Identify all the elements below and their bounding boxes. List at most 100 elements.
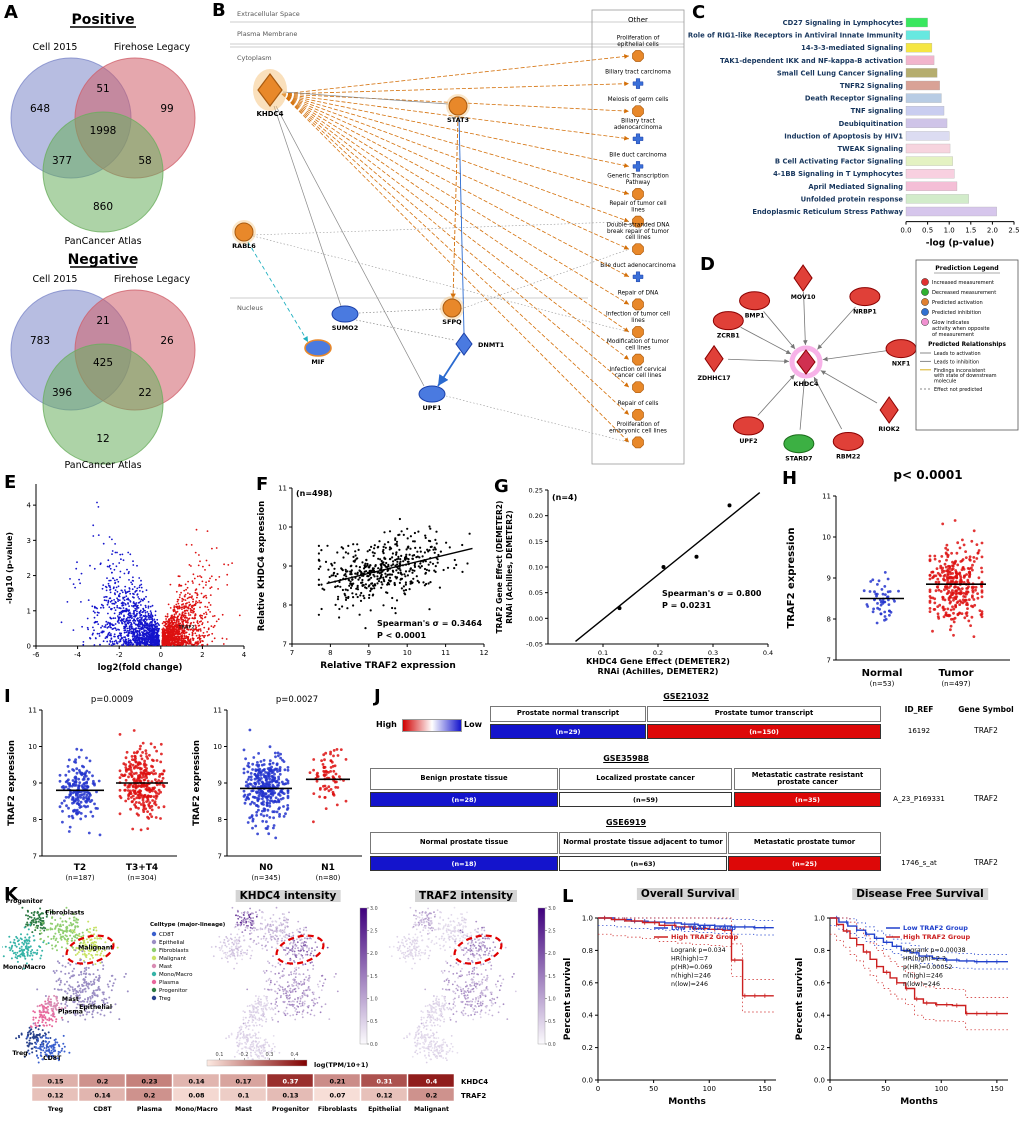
svg-text:Meiosis of germ cells: Meiosis of germ cells [608, 97, 669, 103]
svg-text:p=0.0027: p=0.0027 [276, 695, 318, 705]
svg-text:TRAF2 Gene Effect (DEMETER2): TRAF2 Gene Effect (DEMETER2) [495, 501, 504, 634]
segment-bar: (n=18) [370, 856, 558, 871]
svg-text:Predicted Relationships: Predicted Relationships [928, 342, 1006, 348]
svg-text:TNFR2 Signaling: TNFR2 Signaling [840, 82, 903, 90]
panel-label-c: C [692, 2, 706, 23]
svg-text:Other: Other [628, 16, 648, 24]
svg-text:CD27 Signaling in Lymphocytes: CD27 Signaling in Lymphocytes [783, 19, 903, 27]
panel-label-h: H [782, 468, 798, 489]
svg-text:NRBP1: NRBP1 [853, 309, 877, 316]
svg-text:Predicted activation: Predicted activation [932, 300, 983, 306]
svg-text:0.0: 0.0 [900, 227, 911, 235]
segment-bar: (n=63) [559, 856, 727, 871]
svg-text:Positive: Positive [71, 12, 134, 28]
segment-label: Normal prostate tissue adjacent to tumor [559, 832, 727, 854]
network-edges [247, 54, 630, 443]
svg-text:adenocarcinoma: adenocarcinoma [614, 125, 663, 131]
svg-text:Effect not predicted: Effect not predicted [934, 387, 982, 393]
svg-text:epithelial cells: epithelial cells [617, 42, 659, 48]
svg-text:Leads to activation: Leads to activation [934, 351, 981, 357]
svg-text:of measurement: of measurement [932, 332, 974, 338]
strip-points [56, 729, 168, 837]
segment-label: Prostate normal transcript [490, 706, 646, 722]
svg-text:Increased measurement: Increased measurement [932, 280, 994, 286]
volcano-points [60, 501, 241, 647]
svg-text:0: 0 [159, 651, 163, 659]
khdc4-intensity-title: KHDC4 intensity [235, 890, 341, 902]
svg-text:Firehose Legacy: Firehose Legacy [114, 274, 191, 285]
svg-text:Decreased measurement: Decreased measurement [932, 290, 996, 296]
svg-text:2: 2 [200, 651, 204, 659]
svg-text:Spearman's σ = 0.3464: Spearman's σ = 0.3464 [377, 619, 482, 628]
svg-text:TNF signaling: TNF signaling [851, 107, 903, 115]
svg-text:-0.05: -0.05 [526, 641, 543, 649]
svg-text:2.5: 2.5 [1008, 227, 1019, 235]
svg-text:B Cell Activating Factor Signa: B Cell Activating Factor Signaling [775, 158, 903, 166]
svg-text:8: 8 [827, 616, 831, 624]
svg-text:log2(fold change): log2(fold change) [98, 663, 183, 673]
svg-text:12: 12 [96, 433, 109, 445]
svg-text:0.5: 0.5 [922, 227, 933, 235]
svg-text:-2: -2 [116, 651, 123, 659]
svg-text:activity when opposite: activity when opposite [932, 326, 990, 332]
svg-text:Relative KHDC4 expression: Relative KHDC4 expression [257, 501, 267, 631]
svg-text:Normal: Normal [862, 668, 903, 679]
panel-l-survival: Overall Survival Disease Free Survival 0… [558, 884, 1020, 1125]
svg-text:N0: N0 [259, 863, 273, 873]
high-low-gradient [402, 719, 462, 732]
segment-label: Benign prostate tissue [370, 768, 558, 790]
gse-title: GSE21032 [663, 692, 709, 701]
svg-text:Role of RIG1-like Receptors in: Role of RIG1-like Receptors in Antiviral… [688, 32, 904, 40]
svg-text:p=0.0009: p=0.0009 [91, 695, 133, 705]
svg-text:Plasma Membrane: Plasma Membrane [237, 30, 297, 38]
svg-text:N1: N1 [321, 863, 335, 873]
svg-text:1.5: 1.5 [965, 227, 976, 235]
km-curves [830, 915, 1008, 1031]
svg-text:RBM22: RBM22 [836, 453, 860, 460]
id-ref-header: ID_REF [904, 705, 934, 714]
disease-free-survival-title: Disease Free Survival [852, 888, 988, 900]
svg-text:RNAi (Achilles, DEMETER2): RNAi (Achilles, DEMETER2) [505, 510, 514, 623]
svg-text:9: 9 [827, 575, 831, 583]
svg-text:0.1: 0.1 [598, 649, 608, 657]
svg-text:1998: 1998 [90, 125, 117, 137]
svg-text:Firehose Legacy: Firehose Legacy [114, 42, 191, 53]
svg-text:Double-stranded DNA: Double-stranded DNA [606, 222, 669, 228]
svg-text:Cell 2015: Cell 2015 [33, 42, 78, 53]
svg-text:3: 3 [27, 537, 31, 545]
segment-label: Metastatic prostate tumor [728, 832, 881, 854]
svg-text:14-3-3-mediated Signaling: 14-3-3-mediated Signaling [801, 44, 903, 52]
svg-text:21: 21 [96, 315, 109, 327]
svg-text:9: 9 [33, 780, 37, 788]
svg-text:0.05: 0.05 [529, 589, 543, 597]
svg-text:8: 8 [218, 816, 222, 824]
interaction-network-chart: BMP1MOV10NRBP1NXF1ZCRB1ZDHHC17RIOK2RBM22… [697, 259, 1019, 463]
svg-text:Repair of DNA: Repair of DNA [618, 290, 659, 296]
khdc4-intensity-umap: 0.00.51.01.52.02.53.0 [210, 906, 378, 1064]
svg-text:9: 9 [367, 649, 371, 657]
svg-text:10: 10 [213, 743, 222, 751]
svg-text:860: 860 [93, 201, 113, 213]
svg-text:break repair of tumor: break repair of tumor [607, 229, 670, 235]
